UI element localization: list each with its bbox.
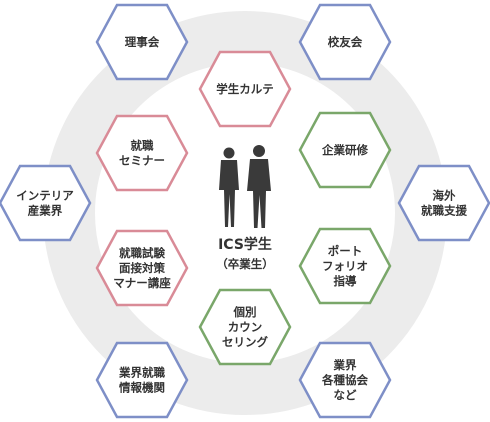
hex-label-line: ポート xyxy=(328,244,363,258)
center-title: ICS学生 xyxy=(218,236,272,253)
hex-shape xyxy=(397,164,490,242)
hex-label-line: 就職支援 xyxy=(421,204,467,218)
hex-node-kigyo-kenshu: 企業研修 xyxy=(298,111,392,189)
hex-node-rijikai: 理事会 xyxy=(95,3,189,81)
hex-label-line: 指導 xyxy=(334,274,357,288)
students-silhouette-icon xyxy=(219,145,271,228)
hex-label-line: 海外 xyxy=(433,189,456,203)
hex-shape xyxy=(95,341,189,419)
hex-label-line: セリング xyxy=(222,335,268,349)
hex-shape xyxy=(298,341,392,419)
hex-label-line: 校友会 xyxy=(328,35,363,49)
hex-label-line: 産業界 xyxy=(28,204,63,218)
hex-label-line: 業界 xyxy=(333,358,357,372)
hex-shape xyxy=(298,3,392,81)
hex-label-line: 業界就職 xyxy=(118,366,165,380)
hex-label-line: インテリア xyxy=(16,189,74,203)
hex-label-line: 個別 xyxy=(233,305,257,319)
hex-shape xyxy=(298,111,392,189)
hex-shape xyxy=(198,50,292,128)
center-subtitle: （卒業生） xyxy=(216,257,274,271)
hex-label-line: 就職 xyxy=(131,139,154,153)
hex-label-line: 学生カルテ xyxy=(216,82,274,96)
hex-label-line: 各種協会 xyxy=(321,373,368,387)
hex-label-line: マナー講座 xyxy=(113,276,171,290)
hex-node-koyukai: 校友会 xyxy=(298,3,392,81)
nodes-layer: 理事会校友会インテリア産業界海外就職支援業界就職情報機関業界各種協会など学生カル… xyxy=(0,3,490,419)
hex-label-line: 面接対策 xyxy=(119,261,165,275)
hex-label-line: セミナー xyxy=(119,154,165,168)
hex-label-line: フォリオ xyxy=(322,259,368,273)
hex-shape xyxy=(95,229,189,307)
hex-shape xyxy=(298,227,392,305)
hex-label-line: 理事会 xyxy=(125,35,160,49)
hex-label-line: 企業研修 xyxy=(321,143,368,157)
hex-shape xyxy=(95,114,189,192)
hex-node-gakusei-karute: 学生カルテ xyxy=(198,50,292,128)
hex-label-line: 情報機関 xyxy=(118,381,165,395)
hex-shape xyxy=(198,288,292,366)
hex-shape xyxy=(95,3,189,81)
hex-shape xyxy=(0,164,92,242)
hex-label-line: 就職試験 xyxy=(119,246,165,260)
hex-label-line: など xyxy=(334,388,357,402)
hex-label-line: カウン xyxy=(228,320,263,334)
